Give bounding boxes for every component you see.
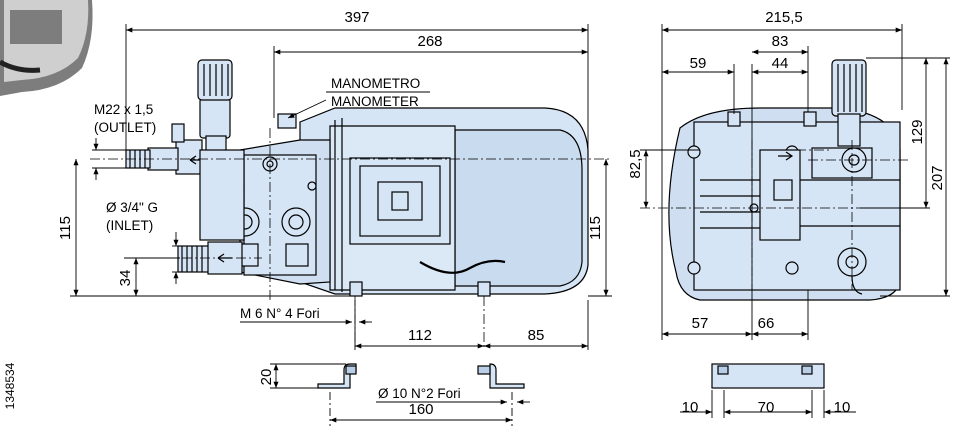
dim-width-44: 44 [772,55,789,72]
dim-foot-base: 160 [408,401,433,418]
dim-plate-right: 10 [834,399,851,416]
left-view-dimensions [70,24,612,350]
side-code: 1348534 [3,362,17,409]
label-manometer: MANOMETER [331,94,419,109]
dim-height-82-5: 82,5 [627,149,644,178]
pump-front-view [668,59,901,301]
dim-width-59: 59 [690,55,707,72]
label-holes-d10: Ø 10 N°2 Fori [378,386,461,401]
dim-width-57: 57 [692,315,709,332]
pump-side-view [125,59,589,297]
dim-height-129: 129 [909,119,926,144]
dim-total-width: 215,5 [765,9,803,26]
label-inlet-thread: Ø 3/4" G [106,200,158,215]
dim-foot-height: 20 [258,369,275,386]
label-outlet-thread: M22 x 1,5 [94,102,153,117]
right-view-dimensions [640,24,950,340]
dim-plate-left: 10 [682,399,699,416]
foot-brackets [317,363,825,389]
label-holes-m6: M 6 N° 4 Fori [240,306,320,321]
product-photo-fragment [0,0,93,96]
dim-total-length: 397 [344,9,369,26]
foot-bracket-dimensions [270,363,856,426]
annotations: 397 268 MANOMETRO MANOMETER M22 x 1,5 (O… [3,9,946,418]
dim-foot-offset: 85 [528,327,545,344]
dim-motor-length: 268 [417,33,442,50]
dim-width-83: 83 [772,33,789,50]
dim-width-66: 66 [758,315,775,332]
dim-height-207: 207 [929,165,946,190]
dim-inlet-height: 34 [117,270,134,287]
dim-foot-spacing: 112 [408,327,432,344]
dim-height-right: 115 [587,216,604,240]
label-inlet: (INLET) [106,218,153,233]
dim-height-left: 115 [57,216,74,240]
label-outlet: (OUTLET) [94,120,156,135]
label-manometro: MANOMETRO [331,76,420,91]
dim-plate-mid: 70 [758,399,775,416]
